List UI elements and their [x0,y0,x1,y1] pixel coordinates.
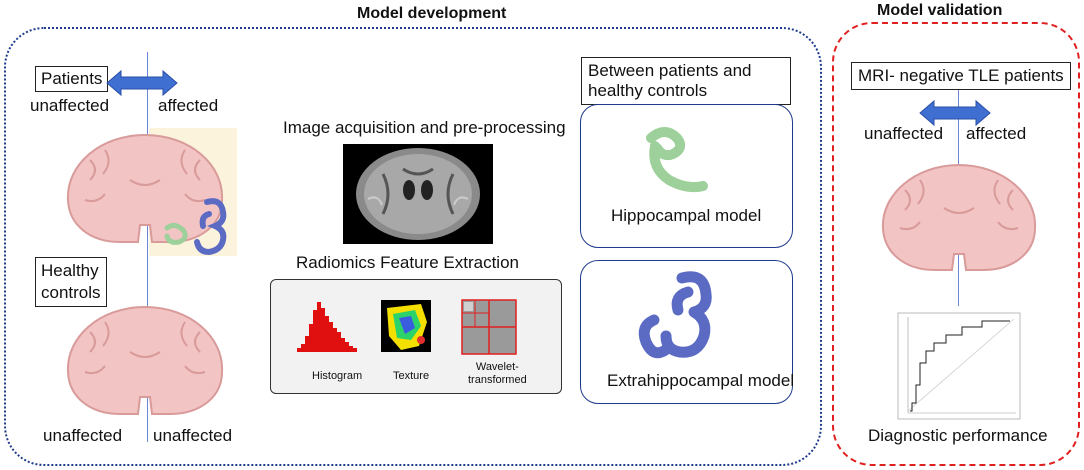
extrahippocampal-model-box [580,260,793,404]
image-acquisition-label: Image acquisition and pre-processing [283,118,566,137]
validation-brain-icon [881,163,1037,271]
mri-image [343,144,493,244]
patient-brain-icon [66,133,224,243]
between-label-text: Between patients and healthy controls [588,61,752,100]
texture-icon [381,300,431,352]
diagnostic-performance-label: Diagnostic performance [868,426,1048,445]
validation-unaffected-label: unaffected [864,124,944,143]
double-arrow-icon [106,69,178,97]
radiomics-extraction-label: Radiomics Feature Extraction [296,253,519,272]
patient-hippocampus-icon [164,222,188,245]
extrahippocampus-icon [638,271,712,359]
validation-panel [832,22,1080,466]
patient-extrahippocampus-icon [194,198,227,256]
roc-curve-chart [897,312,1021,420]
midline-left [147,52,148,442]
development-title: Model development [357,5,507,22]
hippocampal-model-box [580,104,793,248]
unaffected-bottom-right: unaffected [153,426,233,445]
between-label: Between patients and healthy controls [581,57,791,105]
validation-double-arrow-icon [919,99,991,127]
validation-title: Model validation [877,2,1003,19]
hippocampus-icon [646,127,708,193]
affected-label: affected [158,96,219,115]
unaffected-label: unaffected [30,96,110,115]
wavelet-label: Wavelet- transformed [468,361,527,387]
unaffected-bottom-left: unaffected [43,426,123,445]
patients-label: Patients [35,66,109,92]
healthy-controls-label: Healthy controls [35,257,107,307]
control-brain-icon [66,305,224,415]
healthy-controls-text: Healthy controls [41,261,101,302]
texture-label: Texture [393,370,430,382]
extrahippocampal-model-label: Extrahippocampal model [607,371,795,390]
histogram-icon [297,302,357,352]
validation-patients-label: MRI- negative TLE patients [851,62,1071,90]
histogram-label: Histogram [312,370,363,382]
validation-affected-label: affected [966,124,1027,143]
development-panel [4,27,822,466]
wavelet-icon [461,299,517,355]
hippocampal-model-label: Hippocampal model [611,206,762,225]
wavelet-label-text: Wavelet- transformed [468,361,527,386]
